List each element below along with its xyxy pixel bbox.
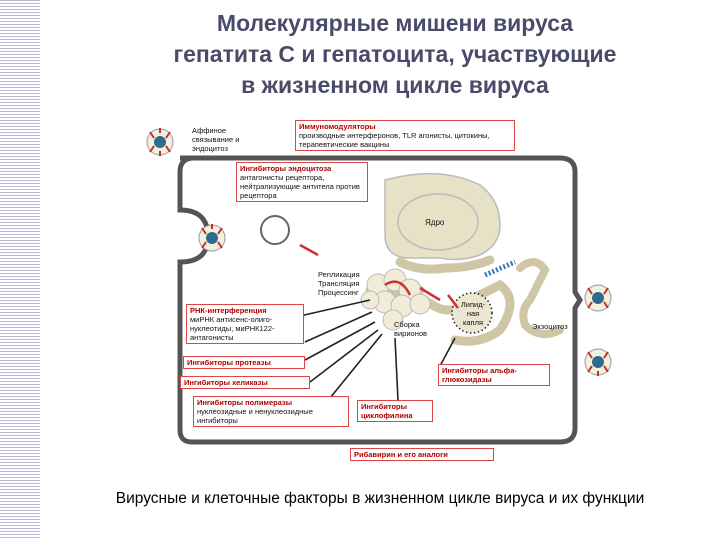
box-endocytosis-body: антагонисты рецептора, нейтрализующие ан… — [240, 173, 360, 200]
label-exocytosis: Экзоцитоз — [532, 322, 568, 331]
label-lipid-droplet: Липид-ная капля — [460, 300, 486, 327]
box-endocytosis-head: Ингибиторы эндоцитоза — [240, 164, 332, 173]
secretory-vesicle — [516, 258, 564, 338]
viral-rna — [299, 243, 459, 309]
slide-title: Молекулярные мишени вируса гепатита С и … — [110, 8, 680, 101]
title-line-3: в жизненном цикле вируса — [241, 72, 549, 98]
box-polymerase-inhibitors: Ингибиторы полимеразы нуклеозидные и нен… — [193, 396, 349, 427]
membranous-web — [360, 268, 431, 331]
box-rnai-head: РНК-интерференция — [190, 306, 267, 315]
box-immunomodulators: Иммуномодуляторы производные интерфероно… — [295, 120, 515, 151]
box-helicase-inhibitors: Ингибиторы хеликазы — [180, 376, 310, 389]
box-polymerase-body: нуклеозидные и ненуклеозидные ингибиторы — [197, 407, 313, 425]
box-cyclophilin-inhibitors: Ингибиторы циклофилина — [357, 400, 433, 422]
title-line-1: Молекулярные мишени вируса — [216, 10, 574, 36]
inhibition-arrows — [299, 299, 456, 401]
nucleus — [397, 193, 479, 251]
box-rna-interference: РНК-интерференция миРНК антисенс-олиго-н… — [186, 304, 304, 344]
title-line-2: гепатита С и гепатоцита, участвующие — [173, 41, 617, 67]
box-protease-inhibitors: Ингибиторы протеазы — [183, 356, 305, 369]
label-translation: Трансляция — [318, 279, 360, 288]
box-polymerase-head: Ингибиторы полимеразы — [197, 398, 293, 407]
label-virion-assembly: Сборка вирионов — [394, 320, 428, 338]
endosome — [260, 215, 290, 245]
box-glucosidase-inhibitors: Ингибиторы альфа-глюкозидазы — [438, 364, 550, 386]
box-helicase-head: Ингибиторы хеликазы — [184, 378, 268, 387]
virion-icons — [146, 128, 612, 376]
box-cyclophilin-head: Ингибиторы циклофилина — [361, 402, 413, 420]
cell-membrane — [177, 155, 583, 445]
box-rnai-body: миРНК антисенс-олиго-нуклеотиды, миРНК12… — [190, 315, 275, 342]
box-immunomodulators-head: Иммуномодуляторы — [299, 122, 376, 131]
label-processing: Процессинг — [318, 288, 359, 297]
box-ribavirin: Рибавирин и его аналоги — [350, 448, 494, 461]
box-protease-head: Ингибиторы протеазы — [187, 358, 271, 367]
label-affine-binding: Аффиное связывание и эндоцитоз — [192, 126, 240, 153]
slide-caption: Вирусные и клеточные факторы в жизненном… — [115, 490, 645, 507]
lipid-droplet — [451, 292, 493, 334]
box-glucosidase-head: Ингибиторы альфа-глюкозидазы — [442, 366, 517, 384]
label-nucleus: Ядро — [425, 218, 445, 227]
box-immunomodulators-body: производные интерферонов, TLR агонисты, … — [299, 131, 490, 149]
decorative-stripe — [0, 0, 40, 540]
label-replication: Репликация — [318, 270, 360, 279]
viral-protein-strand — [484, 259, 516, 278]
box-endocytosis-inhibitors: Ингибиторы эндоцитоза антагонисты рецепт… — [236, 162, 368, 202]
box-ribavirin-head: Рибавирин и его аналоги — [354, 450, 448, 459]
